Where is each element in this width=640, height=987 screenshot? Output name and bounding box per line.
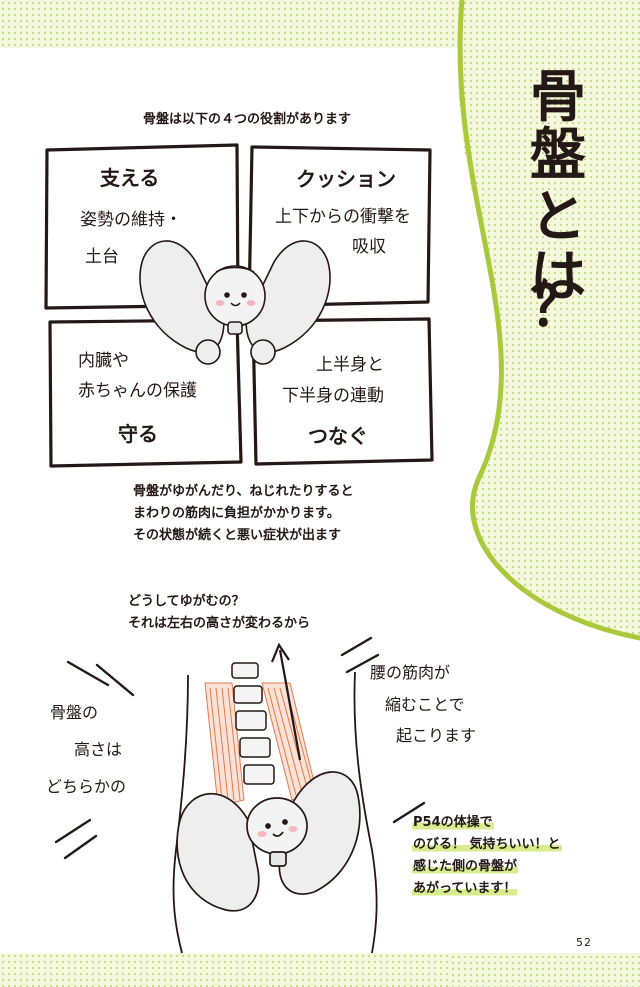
right-note-line: 縮むことで	[385, 695, 465, 714]
question-line: それは左右の高さが変わるから	[128, 616, 311, 631]
highlight-note-line: P54の体操で	[412, 815, 494, 830]
title-char: は	[530, 245, 586, 310]
raise-arrow	[278, 649, 302, 761]
role-protect-title: 守る	[118, 422, 158, 446]
role-cushion-title: クッション	[296, 167, 396, 191]
role-cushion-desc: 上下からの衝撃を	[275, 207, 411, 227]
role-protect-desc: 内臓や	[78, 351, 129, 371]
role-connect-desc: 上半身と	[316, 355, 384, 375]
tilted-pelvis	[176, 771, 361, 912]
left-note-line: どちらかの	[46, 777, 127, 796]
pelvis-character	[139, 240, 331, 365]
title-char: ？	[530, 275, 586, 340]
intro-text: 骨盤は以下の４つの役割があります	[143, 112, 352, 127]
emphasis-lines	[54, 636, 426, 860]
highlight-note-line: のびる！ 気持ちいい！と	[412, 837, 562, 852]
role-support-desc: 土台	[85, 247, 119, 267]
title-char: 骨	[530, 65, 586, 130]
right-note-line: 腰の筋肉が	[370, 663, 451, 682]
role-box-cushion	[247, 145, 432, 308]
role-connect-title: つなぐ	[308, 424, 368, 448]
role-cushion-desc: 吸収	[352, 237, 386, 257]
explanation-line: 骨盤がゆがんだり、ねじれたりすると	[133, 484, 354, 499]
explanation-line: まわりの筋肉に負担がかかります。	[133, 506, 340, 521]
right-note-line: 起こります	[396, 726, 477, 745]
raise-arrow-head	[270, 642, 290, 663]
highlight-note-line: あがっています！	[412, 881, 518, 896]
explanation-line: その状態が続くと悪い症状が出ます	[133, 528, 342, 543]
title-char: 盤	[530, 123, 586, 188]
page-number: 52	[576, 936, 592, 949]
role-box-connect	[251, 317, 434, 466]
role-connect-desc: 下半身の連動	[282, 386, 384, 406]
question-line: どうしてゆがむの？	[128, 594, 245, 609]
left-note-line: 高さは	[74, 740, 123, 759]
title-char: と	[530, 185, 586, 250]
lumbar-muscles	[204, 682, 317, 807]
role-protect-desc: 赤ちゃんの保護	[78, 381, 197, 401]
left-note-line: 骨盤の	[50, 703, 99, 722]
role-support-desc: 姿勢の維持・	[80, 210, 182, 230]
highlight-note-line: 感じた側の骨盤が	[412, 859, 519, 874]
role-support-title: 支える	[100, 166, 160, 190]
vertebrae	[231, 662, 275, 785]
